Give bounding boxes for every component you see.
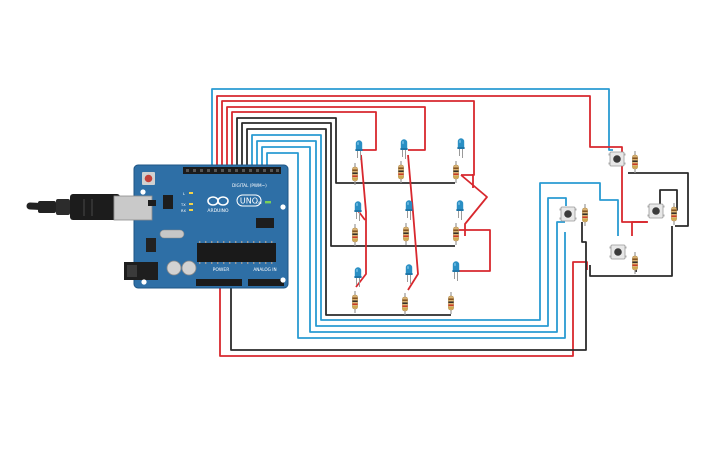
- pushbutton: [559, 206, 577, 222]
- wire-red: [460, 174, 488, 236]
- wire-black: [241, 122, 455, 247]
- pushbutton: [608, 151, 626, 167]
- wire-blue: [256, 140, 567, 327]
- uno-badge: [236, 194, 262, 207]
- digital-label: DIGITAL (PWM~): [232, 183, 267, 188]
- wire-red: [407, 154, 419, 291]
- resistor: [670, 202, 678, 226]
- pushbuttons: [559, 151, 665, 260]
- microcontroller-chip: [197, 243, 276, 262]
- led-on-label: ON: [256, 201, 262, 205]
- wire-red: [226, 106, 426, 168]
- wire-red: [631, 221, 647, 236]
- resistor: [452, 222, 460, 246]
- resistor: [402, 222, 410, 246]
- analog-header: [248, 279, 284, 286]
- resistor: [351, 223, 359, 247]
- resistor: [631, 150, 639, 174]
- resistor: [397, 160, 405, 184]
- led: [404, 199, 414, 221]
- led: [451, 260, 461, 282]
- capacitor: [181, 260, 197, 276]
- wire-blue: [251, 134, 619, 321]
- resistor: [351, 162, 359, 186]
- digital-header: [183, 167, 281, 174]
- board-brand-label: ARDUINO: [207, 208, 229, 214]
- power-header: [196, 279, 242, 286]
- resistor: [401, 292, 409, 316]
- wire-blue: [266, 152, 566, 339]
- led-tx-label: TX: [180, 203, 186, 207]
- power-label: POWER: [213, 267, 230, 273]
- arduino-logo: [207, 196, 229, 206]
- wire-black: [230, 222, 587, 351]
- wire-black: [628, 172, 689, 227]
- wires: [211, 88, 689, 357]
- resistor: [581, 203, 589, 227]
- led-l-label: L: [183, 192, 185, 196]
- wire-red: [231, 111, 377, 168]
- wire-red: [459, 229, 491, 272]
- wire-black: [589, 226, 673, 277]
- wire-red: [216, 95, 648, 223]
- wire-red: [221, 100, 475, 176]
- resistor: [447, 291, 455, 315]
- board-model-label: UNO: [240, 197, 258, 206]
- pushbutton: [609, 244, 627, 260]
- led: [456, 137, 466, 159]
- wire-red: [355, 154, 367, 288]
- wire-black: [236, 117, 455, 184]
- analog-label: ANALOG IN: [253, 267, 276, 272]
- pushbutton: [647, 203, 665, 219]
- wire-blue: [211, 88, 613, 168]
- led: [455, 199, 465, 221]
- resistor: [452, 160, 460, 184]
- led: [353, 200, 363, 222]
- resistor: [351, 290, 359, 314]
- led-matrix: [353, 137, 466, 288]
- usb-port: [113, 195, 153, 221]
- arduino-board: UNO ARDUINO DIGITAL (PWM~) POWER ANALOG …: [113, 164, 289, 289]
- resistors: [351, 150, 678, 316]
- led-rx-label: RX: [181, 209, 186, 213]
- led: [399, 138, 409, 160]
- wire-black: [246, 128, 451, 316]
- led: [404, 263, 414, 285]
- capacitor: [166, 260, 182, 276]
- wire-blue: [261, 146, 565, 333]
